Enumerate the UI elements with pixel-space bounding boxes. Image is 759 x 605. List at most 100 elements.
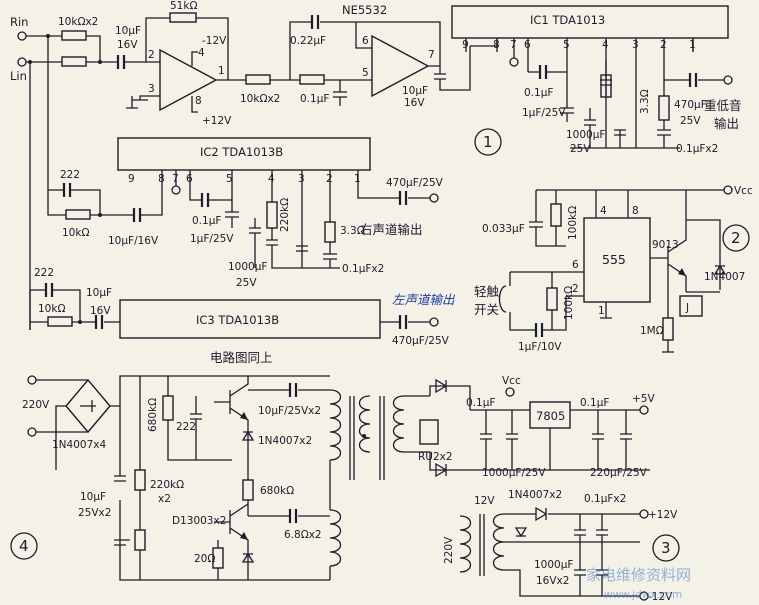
svg-text:2: 2 [731,229,741,247]
svg-text:RU2x2: RU2x2 [418,451,453,463]
opamp-2-ne5532 [371,34,430,98]
svg-text:1μF/10V: 1μF/10V [518,341,562,353]
r-feedback [169,12,197,23]
svg-text:1N4007x2: 1N4007x2 [508,489,562,501]
r-680k-2 [242,479,254,501]
svg-text:2: 2 [148,49,155,61]
opamp-2-label: NE5532 [342,3,387,17]
ic2-r-3-3 [324,221,336,243]
bridge-rectifier [65,378,111,434]
svg-text:20Ω: 20Ω [194,553,215,565]
svg-text:5: 5 [362,67,369,79]
svg-text:1000μF: 1000μF [534,559,573,571]
svg-text:680kΩ: 680kΩ [260,485,294,497]
svg-text:0.1μFx2: 0.1μFx2 [584,493,626,505]
svg-text:16Vx2: 16Vx2 [536,575,569,587]
svg-text:10μF/25Vx2: 10μF/25Vx2 [258,405,321,417]
r-timer-bottom [546,287,558,311]
svg-text:220V: 220V [22,399,50,411]
svg-text:1μF/25V: 1μF/25V [522,107,566,119]
watermark-text: 家电维修资料网 [586,566,691,584]
svg-text:6.8Ωx2: 6.8Ωx2 [284,529,322,541]
svg-text:1: 1 [354,173,361,185]
r-timer-top [550,203,562,227]
svg-text:1N4007x2: 1N4007x2 [258,435,312,447]
c-feedback2-label: 0.22μF [290,35,326,47]
section-2-marker [722,224,750,252]
svg-text:2: 2 [572,283,579,295]
r-mid-2 [299,74,325,85]
ic3-r-input [47,316,73,327]
r-220k-lower [134,529,146,551]
r-20 [212,547,224,569]
r-mid-label: 10kΩx2 [240,93,280,105]
svg-text:470μF/25V: 470μF/25V [392,335,450,347]
relay-j [679,295,703,317]
svg-text:220kΩ: 220kΩ [150,479,184,491]
svg-text:D13003x2: D13003x2 [172,515,226,527]
timer-555 [583,217,651,303]
svg-text:9: 9 [462,39,469,51]
svg-text:0.033μF: 0.033μF [482,223,525,235]
svg-text:1: 1 [218,65,225,77]
neg-supply-label: -12V [202,35,227,47]
ic2-r-220k [266,201,278,229]
svg-text:12V: 12V [474,495,495,507]
ic3-left-channel: IC3 TDA1013B 222 10kΩ 10μF 16V 左声道输出 470… [29,267,456,365]
svg-text:6: 6 [362,35,369,47]
svg-text:1: 1 [483,133,493,151]
r-mid-1 [245,74,271,85]
svg-text:7805: 7805 [536,409,565,423]
svg-text:222: 222 [60,169,80,181]
c-mid-label: 0.1μF [300,93,329,105]
c-out-label: 10μF [402,85,428,97]
section-4-marker [10,532,38,560]
svg-text:220V: 220V [443,536,455,564]
svg-text:1μF/25V: 1μF/25V [190,233,234,245]
ic2-r-input [65,209,91,220]
opamp-1 [159,48,218,112]
svg-text:3.3Ω: 3.3Ω [639,89,651,114]
svg-text:8: 8 [632,205,639,217]
c-input-voltage: 16V [117,39,138,51]
svg-text:4: 4 [600,205,607,217]
tact-switch[interactable] [498,285,507,313]
svg-text:7: 7 [172,173,179,185]
svg-text:+12V: +12V [648,509,678,521]
svg-text:100kΩ: 100kΩ [567,206,579,240]
rin-terminal[interactable] [17,31,27,41]
watermark-url: www.jdwx.com [604,589,682,601]
lin-terminal[interactable] [17,57,27,67]
svg-text:220μF/25V: 220μF/25V [590,467,648,479]
svg-text:1000μF: 1000μF [566,129,605,141]
c-out-voltage: 16V [404,97,425,109]
svg-text:5: 5 [226,173,233,185]
svg-text:7: 7 [510,39,517,51]
svg-text:222: 222 [34,267,54,279]
r-680k-bias [162,395,174,421]
svg-text:0.1μF: 0.1μF [580,397,609,409]
svg-text:9013: 9013 [652,239,679,251]
svg-text:1MΩ: 1MΩ [640,325,664,337]
ic2-tda1013b [117,137,371,171]
svg-text:7: 7 [428,49,435,61]
r-input-right [61,30,87,41]
svg-text:IC3 TDA1013B: IC3 TDA1013B [196,313,279,327]
svg-text:1: 1 [598,305,605,317]
svg-text:4: 4 [198,47,205,59]
svg-text:3: 3 [632,39,639,51]
pos-supply-label: +12V [202,115,232,127]
svg-text:220kΩ: 220kΩ [279,198,291,232]
svg-text:9: 9 [128,173,135,185]
svg-text:3: 3 [298,173,305,185]
section-1-subwoofer-amp: Rin Lin 10kΩx2 10μF 16V 2 3 1 51kΩ 4 8 -… [10,0,742,330]
svg-text:1000μF: 1000μF [228,261,267,273]
svg-text:Vcc: Vcc [734,185,753,197]
svg-text:6: 6 [572,259,579,271]
r-input-left [61,56,87,67]
section-3-power-rails: RU2x2 Vcc 0.1μF 1000μF/25V 7805 0.1μF 22… [404,375,680,603]
svg-text:Vcc: Vcc [502,375,521,387]
rin-label: Rin [10,15,28,29]
